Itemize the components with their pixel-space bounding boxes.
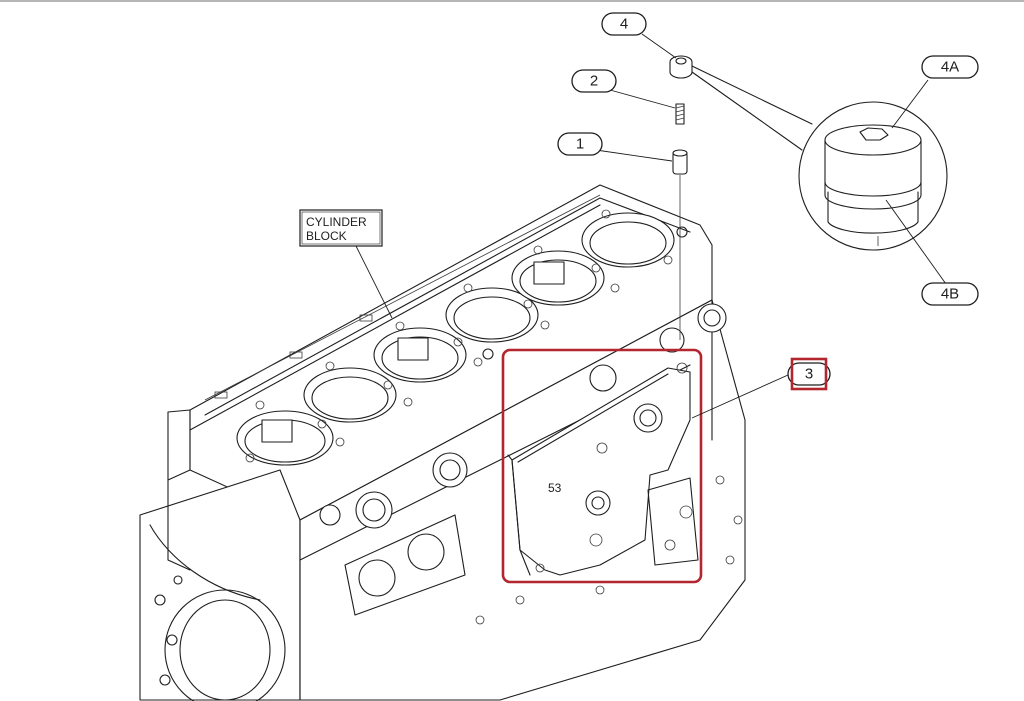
part-3-highlight-box [501, 348, 703, 584]
stud-part-2 [675, 103, 685, 125]
dowel-part-1 [672, 149, 688, 340]
callout-4[interactable]: 4 [601, 12, 647, 36]
cylinder-bores [236, 212, 675, 466]
callout-4a[interactable]: 4A [921, 55, 979, 79]
cylinder-block-label: CYLINDER BLOCK [299, 209, 383, 247]
plug-part-4 [669, 55, 693, 79]
callout-2[interactable]: 2 [571, 69, 617, 93]
callout-4b[interactable]: 4B [921, 282, 979, 306]
callout-4-text: 4 [620, 16, 628, 33]
callout-1-text: 1 [576, 136, 584, 153]
callout-3-text: 3 [805, 366, 813, 383]
callout-2-text: 2 [590, 73, 598, 90]
plug-detail-inset [691, 65, 948, 251]
leader-lines [354, 33, 947, 419]
callout-1[interactable]: 1 [557, 132, 603, 156]
block-label-line-2: BLOCK [306, 229, 347, 243]
cover-mark-text: 53 [548, 481, 562, 495]
callout-3[interactable]: 3 [787, 357, 831, 391]
side-cover-plate: 53 [507, 362, 699, 576]
deck-bolt-holes [245, 209, 688, 463]
side-face-ports [319, 303, 743, 625]
callout-4a-text: 4A [941, 59, 959, 76]
block-label-line-1: CYLINDER [306, 215, 367, 229]
callout-4b-text: 4B [941, 286, 959, 303]
